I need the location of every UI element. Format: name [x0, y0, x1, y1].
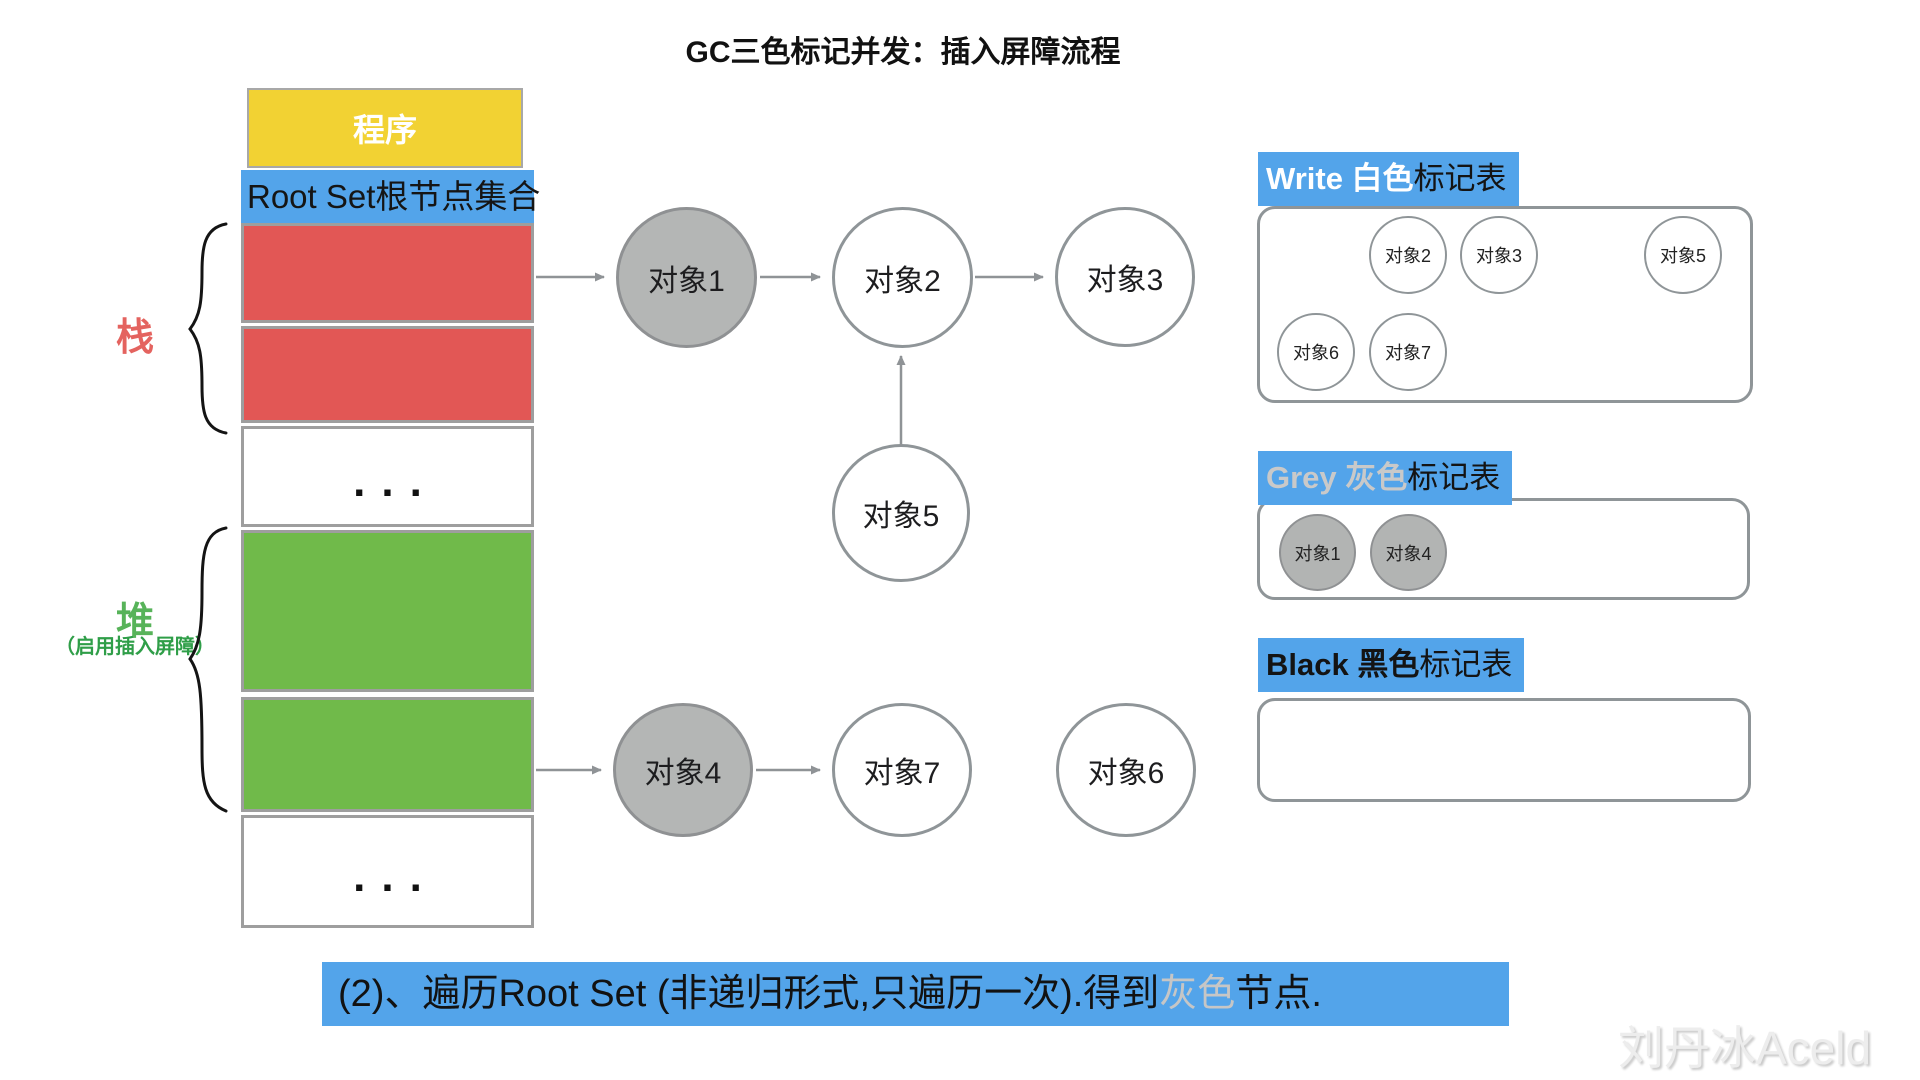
stack-label: 栈 — [115, 317, 154, 359]
mini-node-label: 对象5 — [1659, 246, 1706, 266]
grey-table-title-cn: 标记表 — [1407, 460, 1501, 495]
graph-node-obj6: 对象6 — [1056, 703, 1196, 837]
black-table-title-en: Black 黑色 — [1266, 647, 1420, 682]
black-table-header: Black 黑色标记表 — [1258, 638, 1525, 692]
stack-slot-2 — [241, 326, 534, 423]
node-label: 对象7 — [863, 757, 941, 790]
node-label: 对象5 — [862, 500, 940, 533]
white-table-item-obj3: 对象3 — [1460, 216, 1538, 294]
stack-slot-1 — [241, 223, 534, 323]
mini-node-label: 对象2 — [1384, 246, 1431, 266]
page-title: GC三色标记并发：插入屏障流程 — [685, 36, 1121, 69]
caption-suffix: 节点. — [1235, 973, 1322, 1015]
white-table-item-obj6: 对象6 — [1277, 313, 1355, 391]
caption-highlight: 灰色 — [1159, 973, 1236, 1015]
mini-node-label: 对象1 — [1294, 543, 1341, 564]
mini-node-label: 对象7 — [1384, 343, 1431, 363]
node-label: 对象4 — [644, 757, 722, 790]
heap-brace — [188, 526, 228, 813]
black-table-box — [1257, 698, 1751, 802]
grey-table-item-obj4: 对象4 — [1370, 514, 1447, 591]
node-label: 对象3 — [1086, 264, 1164, 297]
mini-node-label: 对象4 — [1385, 543, 1432, 564]
black-table-title-cn: 标记表 — [1419, 647, 1513, 682]
step-caption: (2)、遍历Root Set (非递归形式,只遍历一次).得到灰色节点. — [322, 962, 1509, 1026]
caption-prefix: (2)、遍历Root Set (非递归形式,只遍历一次).得到 — [338, 973, 1160, 1015]
white-table-title-cn: 标记表 — [1413, 161, 1507, 196]
grey-table-title-en: Grey 灰色 — [1266, 460, 1408, 495]
node-label: 对象6 — [1087, 757, 1165, 790]
memory-ellipsis-1: ... — [241, 426, 534, 527]
heap-label: 堆 — [115, 601, 154, 643]
graph-node-obj2: 对象2 — [832, 207, 973, 348]
heap-slot-1 — [241, 530, 534, 692]
program-box: 程序 — [247, 88, 523, 168]
white-table-item-obj7: 对象7 — [1369, 313, 1447, 391]
grey-table-item-obj1: 对象1 — [1279, 514, 1356, 591]
heap-note: （启用插入屏障） — [55, 636, 215, 658]
memory-ellipsis-2: ... — [241, 815, 534, 928]
stack-brace — [188, 222, 228, 435]
watermark: 刘丹冰Aceld — [1618, 1022, 1872, 1074]
white-table-item-obj5: 对象5 — [1644, 216, 1722, 294]
node-label: 对象2 — [864, 264, 941, 298]
graph-node-obj1: 对象1 — [616, 207, 757, 348]
white-table-title-en: Write 白色 — [1266, 161, 1414, 196]
grey-table-header: Grey 灰色标记表 — [1258, 451, 1513, 505]
root-set-box: Root Set根节点集合 — [241, 170, 540, 223]
heap-slot-2 — [241, 697, 534, 812]
program-label: 程序 — [352, 112, 417, 148]
white-table-header: Write 白色标记表 — [1258, 152, 1519, 206]
graph-node-obj3: 对象3 — [1055, 207, 1195, 347]
root-set-label: Root Set根节点集合 — [247, 178, 541, 215]
graph-node-obj4: 对象4 — [613, 703, 753, 837]
white-table-item-obj2: 对象2 — [1369, 216, 1447, 294]
graph-node-obj7: 对象7 — [832, 703, 972, 837]
graph-node-obj5: 对象5 — [832, 444, 970, 582]
mini-node-label: 对象6 — [1292, 343, 1339, 363]
node-label: 对象1 — [648, 264, 725, 298]
mini-node-label: 对象3 — [1475, 246, 1522, 266]
